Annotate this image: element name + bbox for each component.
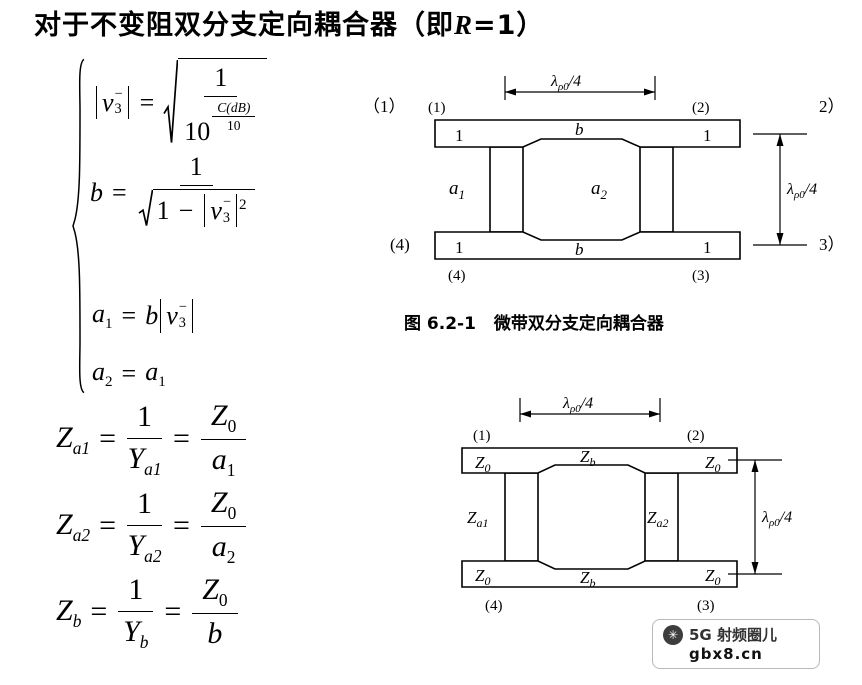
equals-sign: = bbox=[173, 509, 190, 543]
dim-top: λρ0/4 bbox=[519, 395, 661, 422]
equals-sign: = bbox=[90, 594, 108, 628]
dim-right-label: λρ0/4 bbox=[761, 509, 792, 529]
fraction: 1 Ya1 bbox=[127, 400, 162, 479]
figure-number: 图 6.2-1 bbox=[404, 314, 476, 334]
equals-sign: = bbox=[164, 594, 182, 628]
formula-v3-coupling: v−3 = 1 10 C(dB) 10 bbox=[94, 58, 268, 147]
equation-group-brace bbox=[68, 56, 88, 396]
top-bar-label-b: b bbox=[575, 120, 584, 139]
abs-v3: v−3 bbox=[160, 299, 193, 333]
figure-caption: 图 6.2-1 微带双分支定向耦合器 bbox=[404, 309, 664, 334]
port-2-label: (2) bbox=[692, 100, 710, 116]
branch-Za2-label: Za2 bbox=[647, 508, 668, 530]
dim-top: λρ0/4 bbox=[504, 73, 656, 100]
title-text-post: =1） bbox=[473, 10, 545, 41]
port-2-cut-label: 2） bbox=[819, 97, 845, 116]
fraction: Z0 a1 bbox=[200, 399, 247, 480]
brand-site: gbx8.cn bbox=[689, 645, 763, 663]
abs-v3: v−3 bbox=[204, 193, 237, 228]
port-4-label: (4) bbox=[485, 598, 503, 614]
top-bar-label-1b: 1 bbox=[703, 126, 712, 145]
formula-a1: a1 = b v−3 bbox=[92, 299, 195, 333]
formula-a2: a2 = a1 bbox=[92, 357, 166, 391]
title-var-R: R bbox=[454, 10, 474, 40]
bottom-main-line bbox=[434, 231, 741, 260]
port-1-outer-label: （1） bbox=[363, 97, 406, 116]
branch-a2-label: a2 bbox=[591, 178, 608, 202]
bottom-bar-label-Zb: Zb bbox=[580, 568, 595, 590]
top-bar-label-1: 1 bbox=[455, 126, 464, 145]
fraction: 1 Ya2 bbox=[127, 487, 162, 566]
diagram-coupler-impedance: λρ0/4 (1) (2) Z0 Zb Z0 Z0 Zb Z0 Za1 Za2 … bbox=[461, 395, 792, 614]
equals-sign: = bbox=[112, 178, 127, 208]
branch-Za1-label: Za1 bbox=[467, 508, 488, 530]
port-4-outer-label: (4) bbox=[390, 235, 410, 254]
sqrt: 1 − v−3 2 bbox=[138, 188, 255, 228]
page-title: 对于不变阻双分支定向耦合器（即R=1） bbox=[34, 3, 544, 42]
equals-sign: = bbox=[121, 359, 137, 389]
formula-Za1: Za1 = 1 Ya1 = Z0 a1 bbox=[56, 399, 248, 480]
dim-top-label: λρ0/4 bbox=[562, 395, 593, 415]
port-4-label: (4) bbox=[448, 268, 466, 284]
dim-top-label: λρ0/4 bbox=[550, 73, 581, 93]
top-bar-label-Z0-left: Z0 bbox=[475, 453, 490, 475]
fraction: 1 Yb bbox=[118, 573, 154, 651]
equals-sign: = bbox=[99, 422, 116, 456]
brand-name: 5G 射频圈儿 bbox=[689, 626, 777, 644]
title-text-pre: 对于不变阻双分支定向耦合器（即 bbox=[34, 10, 454, 41]
abs-v3: v−3 bbox=[96, 85, 129, 120]
left-branch-strip bbox=[489, 146, 524, 233]
top-bar-label-Z0-right: Z0 bbox=[705, 453, 720, 475]
sqrt: 1 10 C(dB) 10 bbox=[163, 58, 268, 147]
formula-Zb: Zb = 1 Yb = Z0 b bbox=[56, 573, 240, 651]
equals-sign: = bbox=[121, 301, 137, 331]
formula-b: b = 1 1 − v−3 2 bbox=[90, 152, 257, 234]
bottom-bar-label-1b: 1 bbox=[703, 238, 712, 257]
figure-title: 微带双分支定向耦合器 bbox=[493, 314, 664, 334]
top-main-line bbox=[434, 119, 741, 148]
bottom-bar-label-Z0-right: Z0 bbox=[705, 566, 720, 588]
port-2-label: (2) bbox=[687, 428, 705, 444]
watermark: ✳ 5G 射频圈儿 gbx8.cn bbox=[652, 619, 820, 669]
bottom-bar-label-Z0-left: Z0 bbox=[475, 566, 490, 588]
port-3-label: (3) bbox=[692, 268, 710, 284]
radical-icon bbox=[138, 189, 153, 227]
radical-icon bbox=[163, 58, 178, 147]
brand-logo-icon: ✳ bbox=[663, 624, 683, 645]
fraction: 1 1 − v−3 2 bbox=[138, 152, 255, 234]
minus-sign: − bbox=[178, 195, 194, 225]
dim-right: λρ0/4 bbox=[753, 133, 817, 246]
equals-sign: = bbox=[139, 87, 155, 117]
bottom-bar-label-b: b bbox=[575, 240, 584, 259]
branch-a1-label: a1 bbox=[449, 178, 465, 202]
port-3-cut-label: 3） bbox=[819, 235, 845, 254]
top-bar-label-Zb: Zb bbox=[580, 447, 595, 469]
left-branch-strip bbox=[504, 472, 539, 562]
formula-Za2: Za2 = 1 Ya2 = Z0 a2 bbox=[56, 486, 248, 567]
right-branch-strip bbox=[639, 146, 674, 233]
exponent-fraction: C(dB) 10 bbox=[212, 100, 256, 134]
fraction: 1 10 C(dB) 10 bbox=[184, 63, 257, 147]
fraction: Z0 a2 bbox=[200, 486, 247, 567]
dim-right-label: λρ0/4 bbox=[786, 181, 817, 201]
dim-right: λρ0/4 bbox=[728, 459, 792, 575]
equals-sign: = bbox=[99, 509, 116, 543]
bottom-main-line bbox=[461, 560, 738, 588]
fraction: Z0 b bbox=[192, 573, 238, 651]
top-main-line bbox=[461, 447, 738, 474]
port-1-label: (1) bbox=[473, 428, 491, 444]
bottom-bar-label-1: 1 bbox=[455, 238, 464, 257]
equals-sign: = bbox=[173, 422, 190, 456]
diagram-coupler-normalized: λρ0/4 （1） (1) (2) 2） 1 b 1 1 b 1 a1 a2 λ… bbox=[363, 73, 845, 284]
port-1-label: (1) bbox=[428, 100, 446, 116]
port-3-label: (3) bbox=[697, 598, 715, 614]
